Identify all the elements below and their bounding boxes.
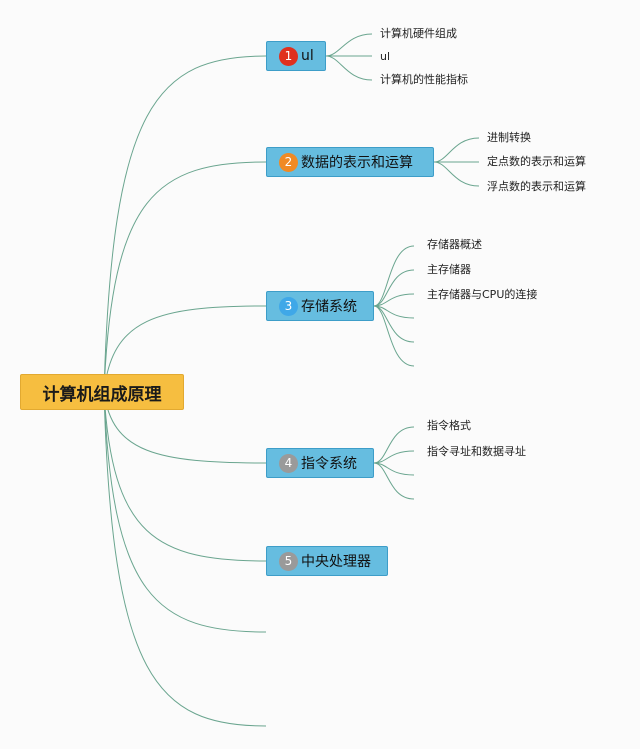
sub-branch-4-1 bbox=[373, 426, 415, 464]
subtopic-1-2[interactable]: ul bbox=[380, 50, 391, 63]
topic-label: 存储系统 bbox=[301, 299, 357, 315]
main-branch-7 bbox=[103, 391, 267, 727]
sub-branch-4-2 bbox=[373, 450, 415, 464]
subtopic-3-1[interactable]: 存储器概述 bbox=[427, 238, 482, 251]
sub-branch-4-4 bbox=[373, 462, 415, 500]
topic-node-2[interactable]: 2 数据的表示和运算 bbox=[266, 147, 434, 177]
root-node[interactable]: 计算机组成原理 bbox=[20, 374, 184, 410]
main-branch-4 bbox=[103, 391, 267, 464]
sub-branch-3-1 bbox=[373, 245, 415, 307]
sub-branch-3-4 bbox=[373, 305, 415, 319]
subtopic-2-2[interactable]: 定点数的表示和运算 bbox=[487, 155, 586, 168]
number-badge-icon: 4 bbox=[279, 453, 298, 473]
main-branch-2 bbox=[103, 161, 267, 393]
topic-node-5[interactable]: 5 中央处理器 bbox=[266, 546, 388, 576]
topic-label: 指令系统 bbox=[301, 456, 357, 472]
subtopic-4-1[interactable]: 指令格式 bbox=[427, 419, 471, 432]
topic-label: 数据的表示和运算 bbox=[301, 155, 413, 171]
subtopic-2-3[interactable]: 浮点数的表示和运算 bbox=[487, 180, 586, 193]
main-branch-1 bbox=[103, 55, 267, 393]
subtopic-2-1[interactable]: 进制转换 bbox=[487, 131, 531, 144]
main-branch-3 bbox=[103, 305, 267, 393]
sub-branch-1-3 bbox=[325, 55, 373, 81]
sub-branch-3-6 bbox=[373, 305, 415, 367]
subtopic-4-2[interactable]: 指令寻址和数据寻址 bbox=[427, 445, 526, 458]
sub-branch-2-3 bbox=[433, 161, 480, 187]
sub-branch-3-2 bbox=[373, 269, 415, 307]
subtopic-1-1[interactable]: 计算机硬件组成 bbox=[380, 27, 457, 40]
topic-label: 中央处理器 bbox=[301, 554, 371, 570]
sub-branch-3-3 bbox=[373, 293, 415, 307]
sub-branch-4-3 bbox=[373, 462, 415, 476]
subtopic-3-3[interactable]: 主存储器与CPU的连接 bbox=[427, 288, 538, 301]
sub-branch-3-5 bbox=[373, 305, 415, 343]
topic-label: ul bbox=[301, 48, 314, 64]
topic-node-3[interactable]: 3 存储系统 bbox=[266, 291, 374, 321]
number-badge-icon: 1 bbox=[279, 46, 298, 66]
subtopic-3-2[interactable]: 主存储器 bbox=[427, 263, 471, 276]
number-badge-icon: 2 bbox=[279, 152, 298, 172]
sub-branch-2-1 bbox=[433, 137, 480, 163]
main-branch-6 bbox=[103, 391, 267, 633]
number-badge-icon: 3 bbox=[279, 296, 298, 316]
number-badge-icon: 5 bbox=[279, 551, 298, 571]
sub-branch-1-1 bbox=[325, 33, 373, 57]
topic-node-1[interactable]: 1 ul bbox=[266, 41, 326, 71]
main-branch-5 bbox=[103, 391, 267, 562]
subtopic-1-3[interactable]: 计算机的性能指标 bbox=[380, 73, 468, 86]
topic-node-4[interactable]: 4 指令系统 bbox=[266, 448, 374, 478]
